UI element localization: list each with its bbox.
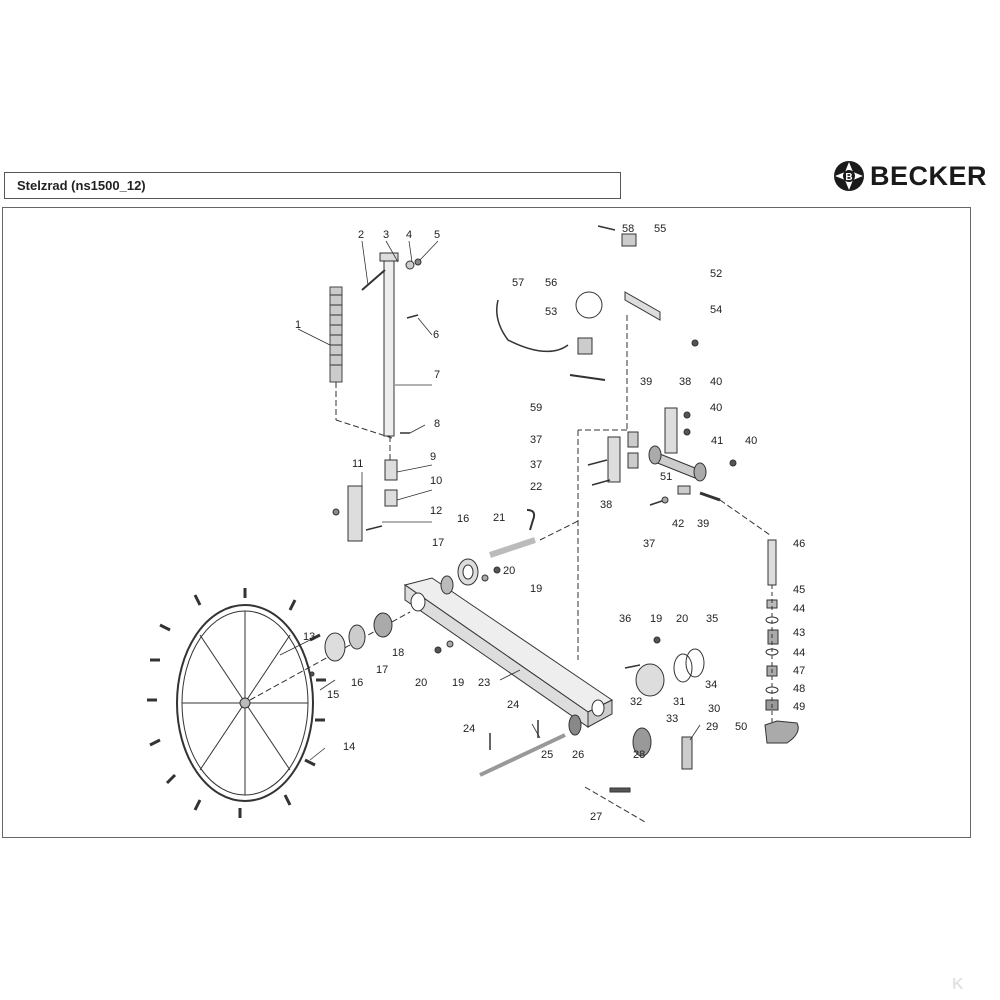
callout-22: 22: [530, 481, 542, 493]
callout-10: 10: [430, 475, 442, 487]
callout-34: 34: [705, 679, 717, 691]
callout-57: 57: [512, 277, 524, 289]
callout-18: 18: [392, 647, 404, 659]
spring-part: [329, 286, 343, 383]
callout-32: 32: [630, 696, 642, 708]
callout-43: 43: [793, 627, 805, 639]
callout-40-a: 40: [710, 376, 722, 388]
callout-48: 48: [793, 683, 805, 695]
callout-23: 23: [478, 677, 490, 689]
callout-5: 5: [434, 229, 440, 241]
callout-38-upper: 38: [679, 376, 691, 388]
watermark-logo: K: [952, 976, 964, 993]
callout-44-a: 44: [793, 603, 805, 615]
callout-42: 42: [672, 518, 684, 530]
callout-17-upper: 17: [432, 537, 444, 549]
callout-27: 27: [590, 811, 602, 823]
brand-logo: B BECKER: [832, 158, 987, 194]
callout-29: 29: [706, 721, 718, 733]
callout-53: 53: [545, 306, 557, 318]
main-beam-part: [403, 577, 613, 728]
callout-39-upper: 39: [640, 376, 652, 388]
callout-50: 50: [735, 721, 747, 733]
callout-25: 25: [541, 749, 553, 761]
callout-20-upper: 20: [503, 565, 515, 577]
callout-labels: 1 2 3 4 5 6 7 8 9 10 11 12 13 14 15 16 1…: [295, 223, 805, 823]
becker-logo-icon: B: [834, 161, 864, 191]
callout-6: 6: [433, 329, 439, 341]
callout-12: 12: [430, 505, 442, 517]
diagram-frame: [2, 207, 971, 838]
callout-35: 35: [706, 613, 718, 625]
callout-30: 30: [708, 703, 720, 715]
callout-15: 15: [327, 689, 339, 701]
callout-33: 33: [666, 713, 678, 725]
callout-24-right: 24: [507, 699, 519, 711]
callout-51: 51: [660, 471, 672, 483]
callout-16-lower: 16: [351, 677, 363, 689]
callout-56: 56: [545, 277, 557, 289]
diagram-title: Stelzrad (ns1500_12): [17, 178, 146, 193]
callout-49: 49: [793, 701, 805, 713]
callout-19-upper: 19: [530, 583, 542, 595]
callout-14: 14: [343, 741, 355, 753]
callout-7: 7: [434, 369, 440, 381]
callout-4: 4: [406, 229, 412, 241]
callout-40-c: 40: [745, 435, 757, 447]
callout-37-a: 37: [530, 434, 542, 446]
callout-8: 8: [434, 418, 440, 430]
callout-3: 3: [383, 229, 389, 241]
callout-1: 1: [295, 319, 301, 331]
spoked-wheel-part: [147, 588, 326, 818]
callout-9: 9: [430, 451, 436, 463]
callout-17-lower: 17: [376, 664, 388, 676]
callout-59: 59: [530, 402, 542, 414]
callout-37-c: 37: [643, 538, 655, 550]
rod-part: [379, 252, 399, 437]
callout-45: 45: [793, 584, 805, 596]
callout-13: 13: [303, 631, 315, 643]
callout-11: 11: [352, 458, 363, 470]
callout-47: 47: [793, 665, 805, 677]
svg-text:B: B: [845, 172, 852, 183]
callout-20-right: 20: [676, 613, 688, 625]
callout-31: 31: [673, 696, 685, 708]
callout-44-b: 44: [793, 647, 805, 659]
callout-55: 55: [654, 223, 666, 235]
brand-name: BECKER: [870, 160, 988, 191]
callout-37-b: 37: [530, 459, 542, 471]
diagram-title-box: Stelzrad (ns1500_12): [4, 172, 621, 199]
callout-39-lower: 39: [697, 518, 709, 530]
callout-20-lower: 20: [415, 677, 427, 689]
callout-19-lower: 19: [452, 677, 464, 689]
callout-21: 21: [493, 512, 505, 524]
callout-52: 52: [710, 268, 722, 280]
callout-28: 28: [633, 749, 645, 761]
callout-36: 36: [619, 613, 631, 625]
callout-41: 41: [711, 435, 723, 447]
callout-19-right: 19: [650, 613, 662, 625]
callout-2: 2: [358, 229, 364, 241]
callout-24-left: 24: [463, 723, 475, 735]
callout-38-lower: 38: [600, 499, 612, 511]
callout-46: 46: [793, 538, 805, 550]
callout-26: 26: [572, 749, 584, 761]
callout-40-b: 40: [710, 402, 722, 414]
callout-58: 58: [622, 223, 634, 235]
callout-16-upper: 16: [457, 513, 469, 525]
callout-54: 54: [710, 304, 722, 316]
